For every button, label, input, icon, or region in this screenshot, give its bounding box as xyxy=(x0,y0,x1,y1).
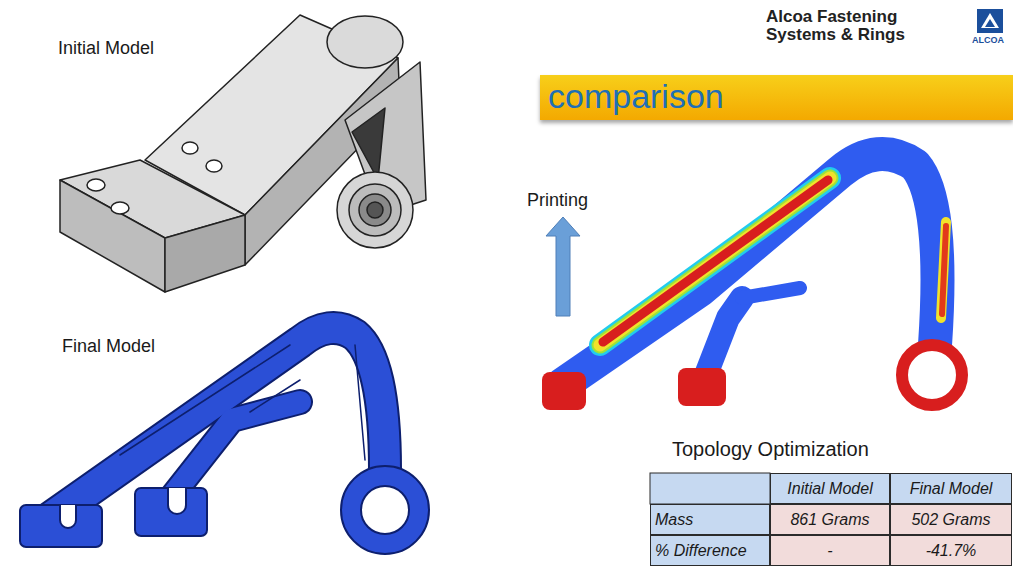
topology-heatmap xyxy=(542,154,962,410)
logo-wordmark: ALCOA xyxy=(972,35,1004,45)
table-cell: - xyxy=(770,535,890,566)
table-header: Initial Model xyxy=(770,473,890,504)
table-header: Final Model xyxy=(890,473,1012,504)
company-name: Alcoa Fastening Systems & Rings xyxy=(766,8,931,44)
direction-label: Printing xyxy=(527,190,588,211)
alcoa-logo-icon xyxy=(977,9,1003,33)
table-cell xyxy=(650,473,770,504)
row-header: % Difference xyxy=(650,535,770,566)
table-cell: -41.7% xyxy=(890,535,1012,566)
part-label: Final Model xyxy=(62,336,155,357)
title-banner: comparison xyxy=(540,75,1013,120)
part-label: Initial Model xyxy=(58,38,154,59)
table-cell: 861 Grams xyxy=(770,504,890,535)
final-bracket xyxy=(20,328,429,554)
table-cell: 502 Grams xyxy=(890,504,1012,535)
logo-box: Alcoa Fastening Systems & RingsALCOA xyxy=(760,4,1010,66)
printing-arrow xyxy=(546,217,580,316)
table-title: Topology Optimization xyxy=(672,438,869,461)
row-header: Mass xyxy=(650,504,770,535)
